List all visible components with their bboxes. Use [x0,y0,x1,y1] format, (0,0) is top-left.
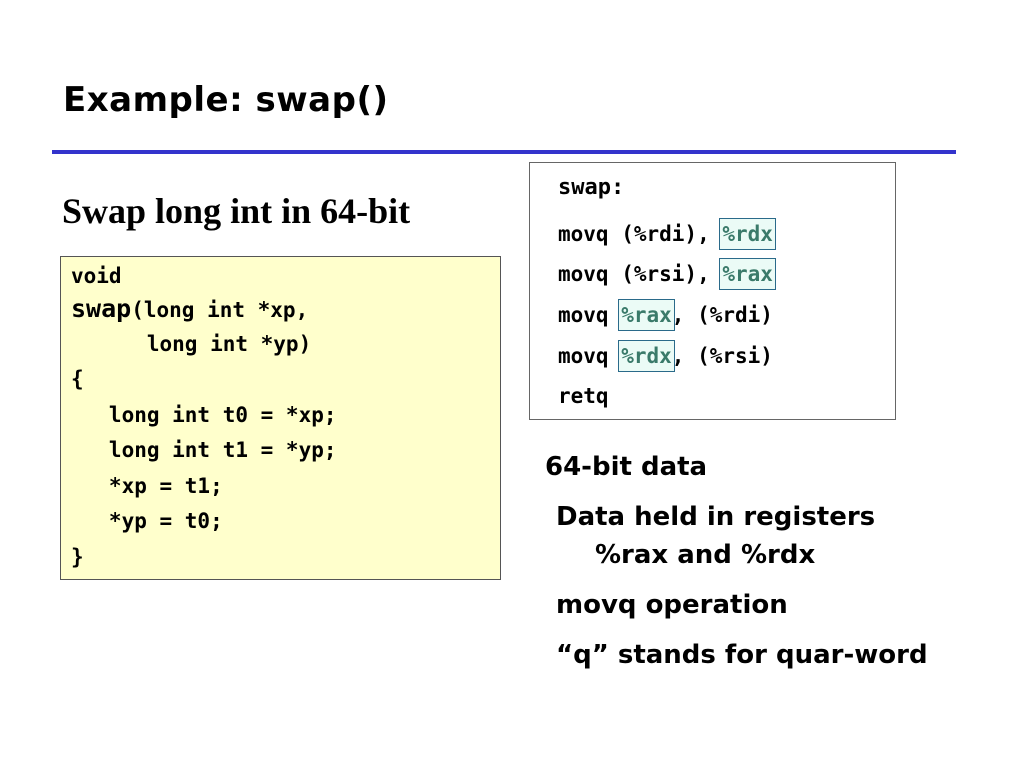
asm-instruction: movq [558,303,622,327]
asm-label: swap: [558,175,624,200]
asm-label-colon: : [610,175,625,200]
asm-label-name: swap [558,175,611,200]
c-code-box: void swap(long int *xp, long int *yp) { … [60,256,501,580]
c-code-line: long int t1 = *yp; [71,438,337,462]
c-code-line: } [71,544,84,569]
register-highlight: %rax [618,299,675,331]
asm-instruction: movq (%rsi), [558,262,723,286]
asm-line: movq (%rsi), %rax [558,258,776,290]
note-item: movq operation [556,590,788,620]
c-code-line: *yp = t0; [71,509,223,533]
asm-line: movq %rdx, (%rsi) [558,340,773,372]
note-item: “q” stands for quar-word [556,640,928,670]
register-highlight: %rax [719,258,776,290]
note-item: Data held in registers [556,502,876,532]
asm-instruction: movq [558,344,622,368]
slide-title: Example: swap() [63,80,389,120]
asm-instruction: movq (%rdi), [558,222,723,246]
notes-list: 64-bit data Data held in registers %rax … [545,452,928,680]
asm-operand: , (%rdi) [671,303,773,327]
register-highlight: %rdx [719,218,776,250]
asm-ret-line: retq [558,384,609,408]
slide-subtitle: Swap long int in 64-bit [62,191,411,231]
note-item-continued: %rax and %rdx [595,540,816,570]
c-code-line: swap(long int *xp, [71,291,500,327]
function-name: swap [71,294,132,323]
c-code-line: { [71,367,84,391]
c-code-params: (long int *xp, [131,298,309,322]
c-code-line: void [71,264,122,288]
asm-line: movq (%rdi), %rdx [558,218,776,250]
c-code-line: long int *yp) [71,331,312,356]
asm-operand: , (%rsi) [671,344,773,368]
note-heading: 64-bit data [545,452,708,482]
title-divider [52,150,956,154]
c-code-line: long int t0 = *xp; [71,402,337,427]
assembly-code-box: swap: movq (%rdi), %rdx movq (%rsi), %ra… [529,162,896,420]
asm-line: movq %rax, (%rdi) [558,299,773,331]
register-highlight: %rdx [618,340,675,372]
c-code-line: *xp = t1; [71,473,223,498]
